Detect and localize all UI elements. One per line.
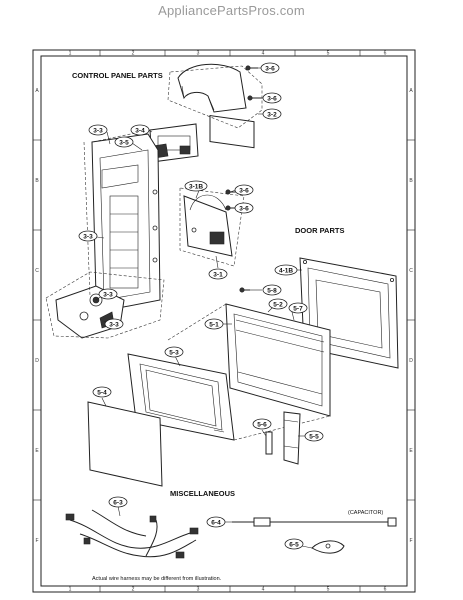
callout-label: 5-4 <box>97 389 107 396</box>
callout-label: 3-6 <box>267 95 277 102</box>
callout-label: 3-1B <box>189 183 203 190</box>
col-number: 1 <box>69 587 72 593</box>
callout-5-1: 5-1 <box>204 318 224 330</box>
callout-5-4: 5-4 <box>92 386 112 398</box>
callout-label: 5-1 <box>209 321 219 328</box>
col-number: 6 <box>384 51 387 57</box>
callout-label: 3-2 <box>267 111 277 118</box>
col-number: 4 <box>262 51 265 57</box>
section-title-door: DOOR PARTS <box>295 226 344 235</box>
col-number: 2 <box>132 51 135 57</box>
border-ticks <box>33 50 415 592</box>
outer-frame <box>32 49 416 593</box>
callout-label: 3-4 <box>135 127 145 134</box>
callout-3-6: 3-6 <box>234 202 254 214</box>
callout-3-2: 3-2 <box>262 108 282 120</box>
callout-5-5: 5-5 <box>304 430 324 442</box>
keypad-cover-part <box>177 63 255 149</box>
callout-label: 3-1 <box>213 271 223 278</box>
callout-label: 3-6 <box>239 187 249 194</box>
row-letter: E <box>409 448 413 454</box>
col-number: 1 <box>69 51 72 57</box>
wire-clip-part <box>311 540 345 554</box>
callout-3-3: 3-3 <box>104 318 124 330</box>
row-letter: B <box>35 178 39 184</box>
callout-3-1b: 3-1B <box>184 180 208 192</box>
col-number: 5 <box>327 51 330 57</box>
callout-3-3: 3-3 <box>98 288 118 300</box>
callout-5-8: 5-8 <box>262 284 282 296</box>
callout-label: 3-6 <box>265 65 275 72</box>
callout-label: 5-6 <box>257 421 267 428</box>
door-glass-panel <box>87 401 163 487</box>
callout-label: 6-4 <box>211 519 221 526</box>
callout-3-6: 3-6 <box>260 62 280 74</box>
callout-6-5: 6-5 <box>284 538 304 550</box>
row-letter: C <box>409 268 413 274</box>
capacitor-label: (CAPACITOR) <box>348 510 383 516</box>
callout-5-3: 5-3 <box>164 346 184 358</box>
control-panel-frame <box>91 133 161 311</box>
row-letter: F <box>409 538 412 544</box>
callout-5-2: 5-2 <box>268 298 288 310</box>
watermark-text: AppliancePartsPros.com <box>158 3 305 18</box>
latch-lever-part <box>265 411 301 465</box>
group-outline-lower <box>45 271 165 339</box>
callout-3-6: 3-6 <box>262 92 282 104</box>
row-letter: A <box>409 88 413 94</box>
leader-lines-panel <box>83 129 151 297</box>
row-letter: C <box>35 268 39 274</box>
group-outline-middle <box>179 187 245 267</box>
callout-5-7: 5-7 <box>288 302 308 314</box>
callout-3-6: 3-6 <box>234 184 254 196</box>
callout-label: 3-3 <box>83 233 93 240</box>
callout-3-4: 3-4 <box>130 124 150 136</box>
section-title-control-panel: CONTROL PANEL PARTS <box>72 71 163 80</box>
callout-label: 3-3 <box>93 127 103 134</box>
group-outline-upper <box>167 65 263 129</box>
callout-label: 5-2 <box>273 301 283 308</box>
callout-label: 3-3 <box>109 321 119 328</box>
row-letter: E <box>35 448 39 454</box>
callout-label: 3-3 <box>103 291 113 298</box>
row-letter: D <box>409 358 413 364</box>
row-letter: B <box>409 178 413 184</box>
col-number: 4 <box>262 587 265 593</box>
callout-3-1: 3-1 <box>208 268 228 280</box>
row-letter: F <box>35 538 38 544</box>
row-letter: D <box>35 358 39 364</box>
leader-lines-door <box>167 303 331 441</box>
callout-6-3: 6-3 <box>108 496 128 508</box>
callout-3-5: 3-5 <box>114 136 134 148</box>
col-number: 5 <box>327 587 330 593</box>
callout-label: 5-5 <box>309 433 319 440</box>
callout-label: 5-3 <box>169 349 179 356</box>
row-letter: A <box>35 88 39 94</box>
callout-6-4: 6-4 <box>206 516 226 528</box>
switch-plate-part <box>183 194 233 257</box>
callout-label: 3-5 <box>119 139 129 146</box>
callout-3-3: 3-3 <box>88 124 108 136</box>
wire-harness <box>65 509 199 559</box>
inner-frame <box>40 55 408 587</box>
section-title-misc: MISCELLANEOUS <box>170 489 235 498</box>
col-number: 3 <box>197 587 200 593</box>
callout-label: 6-3 <box>113 499 123 506</box>
callout-label: 6-5 <box>289 541 299 548</box>
col-number: 6 <box>384 587 387 593</box>
callout-leaders <box>95 67 313 549</box>
door-panel-part <box>225 303 331 417</box>
capacitor-part <box>232 517 397 527</box>
callout-label: 4-1B <box>279 267 293 274</box>
callout-label: 5-8 <box>267 287 277 294</box>
callout-5-6: 5-6 <box>252 418 272 430</box>
col-number: 3 <box>197 51 200 57</box>
callout-label: 5-7 <box>293 305 303 312</box>
callout-3-3: 3-3 <box>78 230 98 242</box>
callout-4-1b: 4-1B <box>274 264 298 276</box>
col-number: 2 <box>132 587 135 593</box>
callout-label: 3-6 <box>239 205 249 212</box>
harness-note: Actual wire harness may be different fro… <box>92 576 222 582</box>
